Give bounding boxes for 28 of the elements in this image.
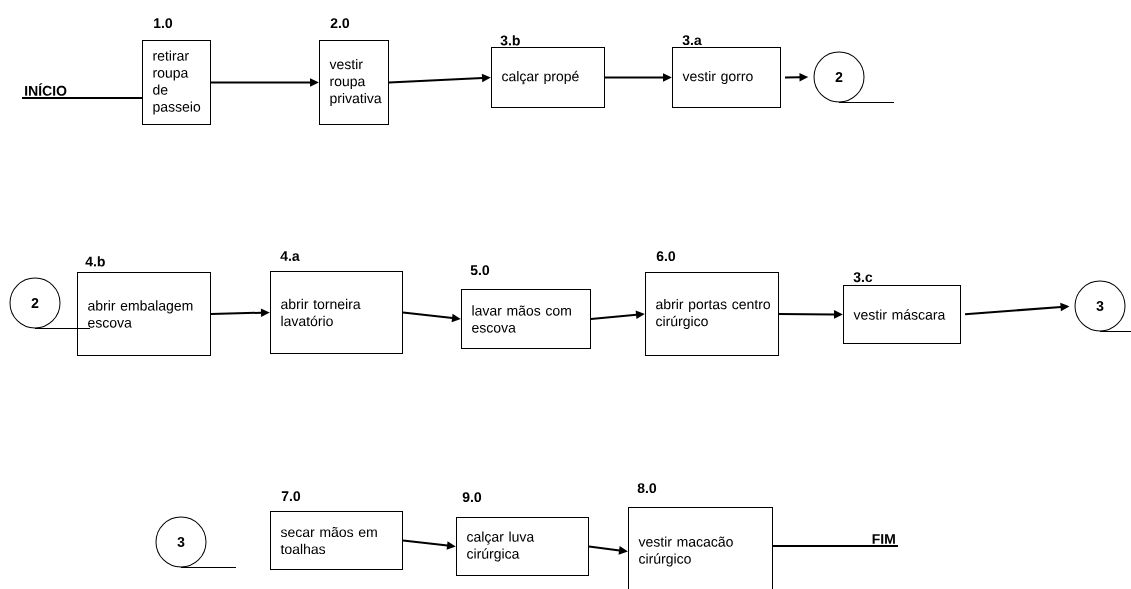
step-number: 3.c — [853, 272, 873, 283]
step-number: 4.a — [280, 251, 300, 261]
process-box: abrir embalagem escova — [77, 272, 211, 356]
step-number: 3.a — [682, 35, 702, 46]
process-box: abrir torneira lavatório — [270, 271, 403, 354]
process-box: vestir gorro — [672, 47, 781, 108]
process-box: lavar mãos com escova — [461, 289, 591, 349]
step-number: 8.0 — [637, 483, 657, 494]
step-number: 2.0 — [330, 18, 350, 29]
process-box: vestir macacão cirúrgico — [628, 507, 773, 589]
process-box: abrir portas centro cirúrgico — [645, 272, 779, 356]
step-number: 5.0 — [470, 265, 490, 276]
step-number: 6.0 — [656, 251, 676, 262]
step-number: 7.0 — [281, 491, 301, 502]
process-box: retirar roupa de passeio — [142, 40, 211, 125]
process-box: vestir máscara — [843, 285, 961, 344]
step-number: 3.b — [500, 35, 520, 46]
connector-line — [772, 545, 899, 547]
process-box: calçar luva cirúrgica — [456, 517, 589, 576]
connector-line — [21, 97, 143, 99]
process-box: vestir roupa privativa — [319, 40, 389, 125]
process-box: calçar propé — [491, 47, 605, 108]
step-number: 4.b — [85, 256, 105, 267]
process-box: secar mãos em toalhas — [270, 511, 403, 570]
step-number: 1.0 — [154, 18, 173, 29]
terminal-label: FIM — [872, 534, 895, 544]
terminal-label: INÍCIO — [25, 83, 67, 96]
step-number: 9.0 — [462, 492, 482, 503]
